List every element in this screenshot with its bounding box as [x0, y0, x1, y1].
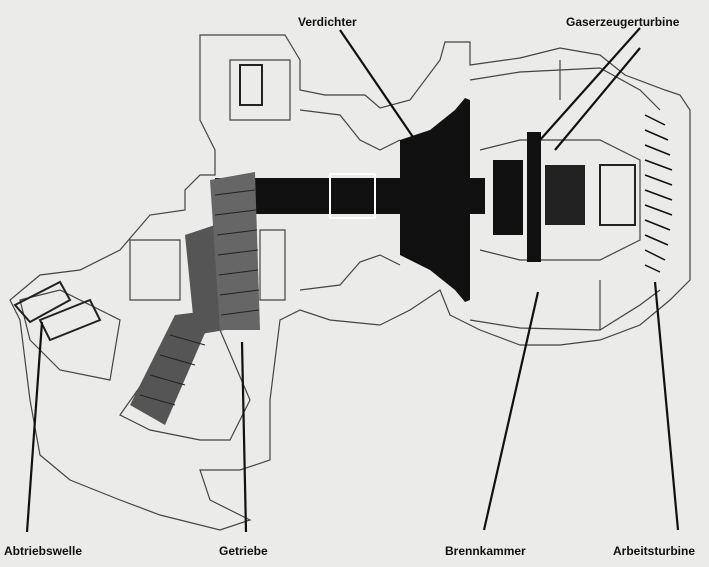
gas-generator-turbine-blades: [527, 132, 541, 262]
label-arbeitsturbine: Arbeitsturbine: [613, 544, 696, 558]
label-verdichter: Verdichter: [298, 15, 357, 29]
output-shaft: [13, 280, 102, 342]
turbine-hub: [545, 165, 585, 225]
label-gaserzeugerturbine: Gaserzeugerturbine: [566, 15, 680, 29]
power-turbine-blades: [644, 114, 673, 273]
label-getriebe: Getriebe: [219, 544, 268, 558]
leader-lines: [25, 27, 680, 533]
power-turbine-hub: [599, 164, 636, 226]
gearbox-gears: [130, 64, 263, 425]
compressor-impeller: [400, 98, 470, 302]
shaft-bearing: [329, 173, 376, 219]
gas-generator-turbine-disc: [493, 160, 523, 235]
label-abtriebswelle: Abtriebswelle: [4, 544, 83, 558]
label-brennkammer: Brennkammer: [445, 544, 526, 558]
